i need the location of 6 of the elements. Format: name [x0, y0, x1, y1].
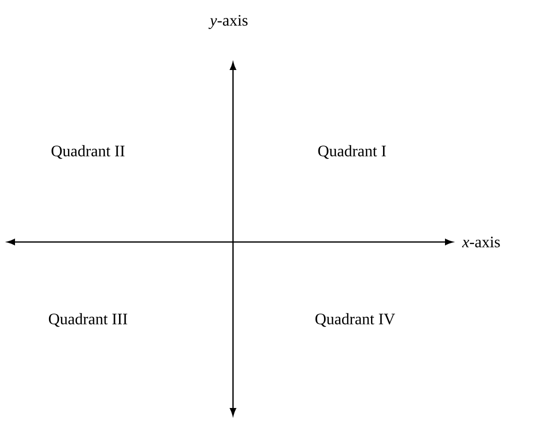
quadrant-label: Quadrant IV — [315, 313, 396, 327]
axis-label: y-axis — [208, 14, 248, 30]
axis-label: x-axis — [462, 236, 500, 248]
quadrant-label: Quadrant I — [318, 145, 386, 159]
quadrant-label: Quadrant III — [48, 313, 128, 327]
quadrant-label: Quadrant II — [52, 145, 125, 159]
